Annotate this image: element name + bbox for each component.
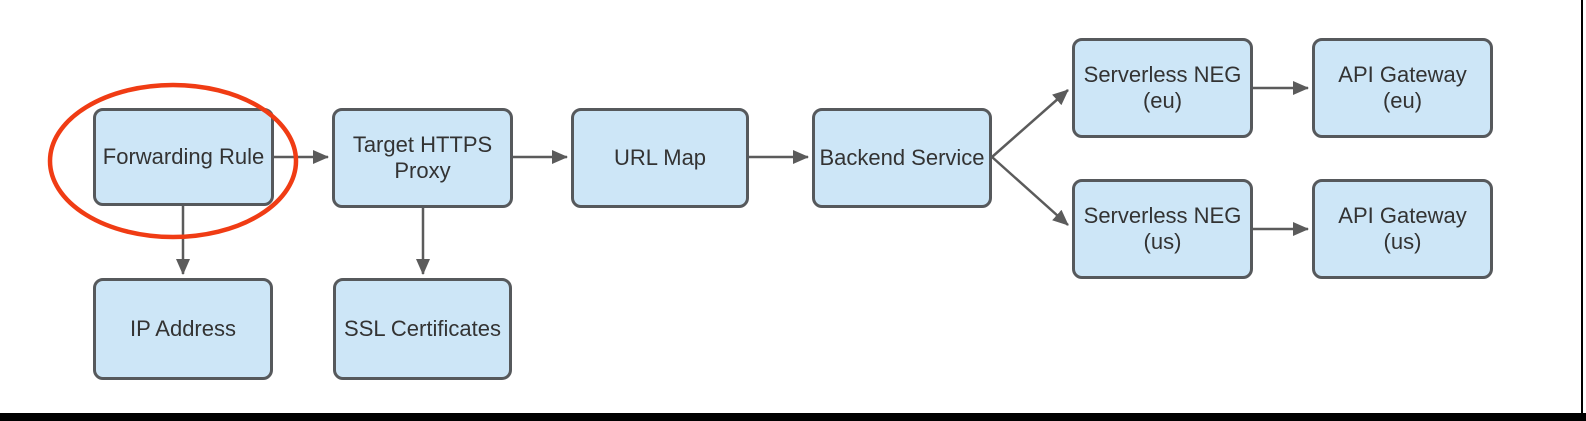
edge-backend-service-to-serverless-neg-eu bbox=[991, 89, 1069, 158]
node-url-map: URL Map bbox=[571, 108, 749, 208]
node-api-gateway-eu: API Gateway (eu) bbox=[1312, 38, 1493, 138]
node-label: API Gateway bbox=[1338, 61, 1467, 87]
frame-bottom-edge bbox=[0, 413, 1586, 421]
node-serverless-neg-us: Serverless NEG (us) bbox=[1072, 179, 1253, 279]
node-label: API Gateway bbox=[1338, 202, 1467, 228]
node-serverless-neg-eu: Serverless NEG (eu) bbox=[1072, 38, 1253, 138]
node-api-gateway-us: API Gateway (us) bbox=[1312, 179, 1493, 279]
node-label: (us) bbox=[1383, 229, 1422, 254]
node-forwarding-rule: Forwarding Rule bbox=[93, 108, 274, 206]
edge-backend-service-to-serverless-neg-us bbox=[991, 156, 1069, 226]
frame-right-edge bbox=[1581, 0, 1583, 421]
node-label: Proxy bbox=[394, 158, 451, 183]
node-label: Backend Service bbox=[819, 144, 985, 170]
node-label: Serverless NEG bbox=[1083, 202, 1242, 228]
node-label: Serverless NEG bbox=[1083, 61, 1242, 87]
node-ip-address: IP Address bbox=[93, 278, 273, 380]
node-label: SSL Certificates bbox=[344, 315, 501, 341]
node-label: (us) bbox=[1143, 229, 1182, 254]
node-label: (eu) bbox=[1142, 88, 1183, 113]
node-ssl-certificates: SSL Certificates bbox=[333, 278, 512, 380]
node-label: Forwarding Rule bbox=[102, 143, 265, 169]
node-label: (eu) bbox=[1382, 88, 1423, 113]
node-target-https-proxy: Target HTTPS Proxy bbox=[332, 108, 513, 208]
node-backend-service: Backend Service bbox=[812, 108, 992, 208]
node-label: Target HTTPS bbox=[352, 131, 493, 157]
node-label: IP Address bbox=[130, 315, 236, 341]
node-label: URL Map bbox=[613, 144, 707, 170]
